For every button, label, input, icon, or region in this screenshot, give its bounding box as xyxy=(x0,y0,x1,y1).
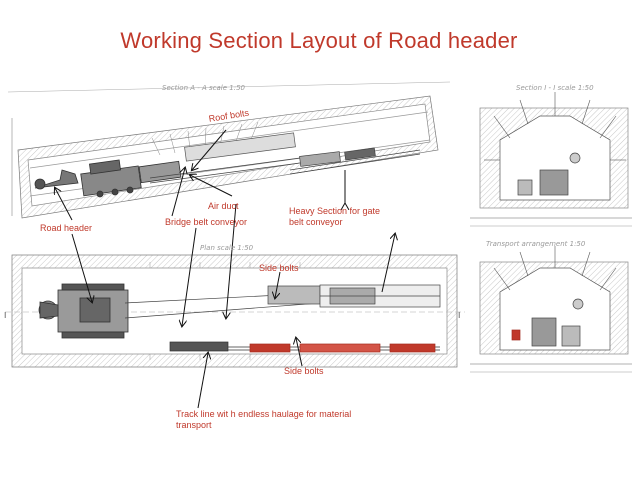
transport-caption: Transport arrangement 1:50 xyxy=(486,240,586,248)
arrow-side-bolts-top xyxy=(275,271,281,298)
section-aa-caption: Section A - A scale 1:50 xyxy=(162,84,245,92)
arrow-track-line xyxy=(197,353,208,409)
gate-conveyor-side xyxy=(289,147,421,175)
arrow-bridge-conveyor-top xyxy=(171,168,185,217)
arrow-roof-bolts xyxy=(192,129,227,170)
bridge-conveyor-plan xyxy=(124,285,321,319)
plan-view-drawing: I I xyxy=(4,254,465,368)
section-ii-drawing xyxy=(470,92,632,227)
label-air-duct: Air duct xyxy=(208,201,239,211)
arrow-air-duct-bottom xyxy=(226,203,237,318)
bridge-conveyor-side xyxy=(149,151,341,184)
section-aa-drawing xyxy=(7,81,451,219)
arrow-air-duct xyxy=(190,175,233,197)
svg-text:I: I xyxy=(4,311,6,320)
road-header-side-machine xyxy=(34,159,182,198)
page-title: Working Section Layout of Road header xyxy=(120,28,518,53)
label-road-header: Road header xyxy=(40,223,93,233)
arrow-bridge-conveyor-bottom xyxy=(182,227,197,326)
arrow-side-bolts-bottom xyxy=(296,338,303,367)
gate-conveyor-plan xyxy=(319,284,441,308)
air-duct-side xyxy=(184,132,296,162)
label-track-line: Track line wit h endless haulage for mat… xyxy=(176,409,352,430)
label-bridge-belt-conveyor: Bridge belt conveyor xyxy=(165,217,248,227)
section-ii-caption: Section I - I scale 1:50 xyxy=(516,84,594,92)
label-side-bolts-top: Side bolts xyxy=(259,263,299,273)
arrow-road-header-top xyxy=(55,188,73,221)
transport-arrangement-drawing xyxy=(470,246,632,373)
annotation-arrows xyxy=(55,129,395,409)
label-heavy-section: Heavy Section for gate belt conveyor xyxy=(289,206,381,227)
plan-caption: Plan scale 1:50 xyxy=(200,244,254,252)
track-line-plan xyxy=(169,341,440,353)
svg-text:I: I xyxy=(458,311,460,320)
label-side-bolts-bottom: Side bolts xyxy=(284,366,324,376)
arrow-road-header-bottom xyxy=(71,233,92,302)
arrow-gate-conveyor-bottom xyxy=(381,234,395,293)
